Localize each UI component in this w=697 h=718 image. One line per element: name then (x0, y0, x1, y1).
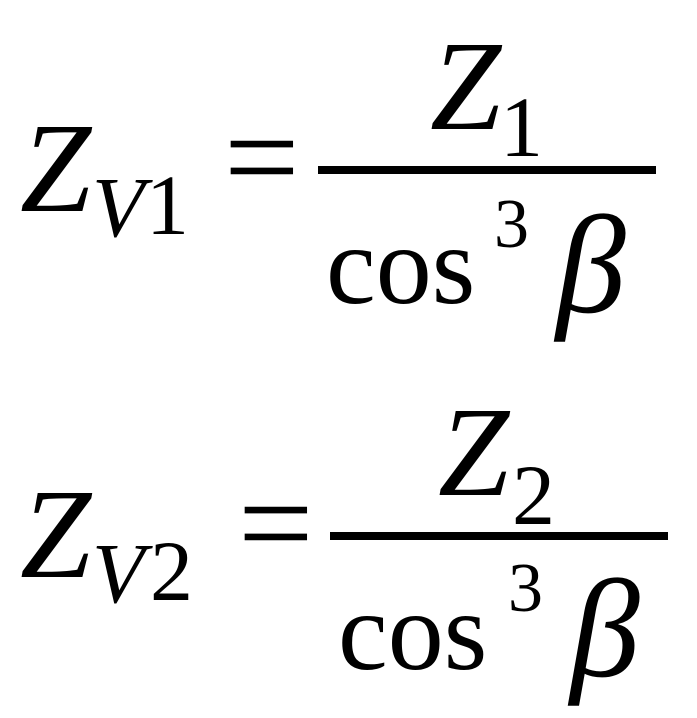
fraction-bar (318, 166, 656, 174)
lhs-z-symbol: Z (20, 463, 92, 605)
fraction-bar (330, 532, 668, 540)
equation-z-v2: Z V 2 = Z 2 cos 3 β (20, 388, 668, 700)
numerator-subscript: 2 (512, 447, 555, 543)
denominator-beta: β (556, 188, 626, 343)
lhs-subscript-index: 2 (150, 523, 193, 619)
lhs-subscript-v: V (92, 525, 145, 621)
denominator-cos: cos (338, 570, 488, 694)
denominator-cos: cos (326, 204, 476, 328)
numerator-z-symbol: Z (438, 381, 510, 523)
equals-sign: = (238, 449, 314, 597)
numerator-z-symbol: Z (430, 15, 502, 157)
denominator-beta: β (570, 552, 640, 707)
equation-z-v1: Z V 1 = Z 1 cos 3 β (20, 15, 656, 343)
lhs-z-symbol: Z (20, 97, 92, 239)
equals-sign: = (224, 83, 300, 231)
lhs-subscript-v: V (92, 159, 145, 255)
denominator-exponent: 3 (494, 186, 529, 263)
lhs-subscript-index: 1 (146, 157, 189, 253)
numerator-subscript: 1 (500, 79, 543, 175)
denominator-exponent: 3 (508, 550, 543, 627)
